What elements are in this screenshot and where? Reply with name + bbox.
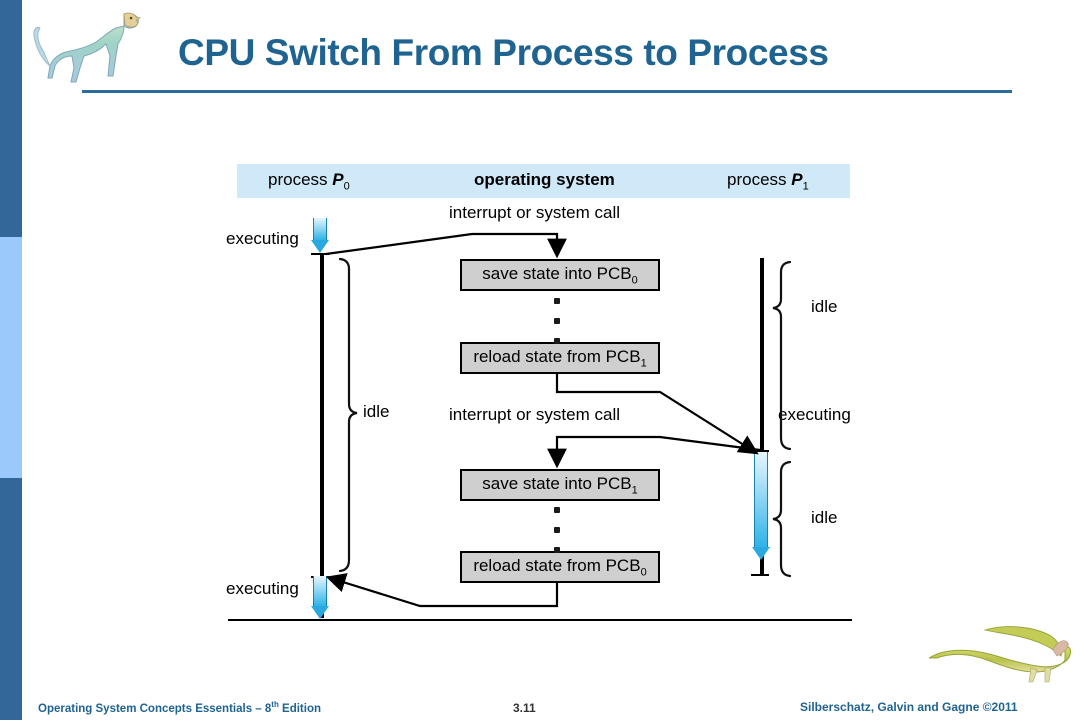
- column-header-p0-symbol: P: [332, 170, 344, 189]
- tick-p1-bottom: [751, 574, 769, 576]
- ellipsis-dots-lower: [554, 507, 562, 567]
- label-p0-executing-bottom: executing: [226, 579, 299, 598]
- box-save-state-pcb0-sub: 0: [631, 274, 638, 287]
- label-p0-idle: idle: [363, 402, 390, 421]
- label-p1-idle-top: idle: [811, 297, 838, 316]
- box-reload-state-pcb1-sub: 1: [640, 357, 647, 370]
- ellipsis-dots-upper: [554, 298, 562, 358]
- sidebar-stripe-bottom: [0, 478, 22, 720]
- arrow-p0-executing-top: [311, 218, 329, 253]
- column-header-process-p0: process P0: [268, 170, 350, 192]
- column-header-p0-sub: 0: [343, 180, 350, 193]
- footer-page-number: 3.11: [513, 701, 536, 715]
- cpu-switch-diagram: process P0 operating system process P1 i…: [226, 164, 852, 621]
- left-sidebar: [0, 0, 22, 720]
- label-p1-idle-bottom: idle: [811, 508, 838, 527]
- page-title: CPU Switch From Process to Process: [178, 32, 829, 73]
- title-underline: [82, 90, 1012, 93]
- column-header-operating-system: operating system: [474, 170, 615, 189]
- dinosaur-icon: [928, 626, 1072, 683]
- column-header-p1-sub: 1: [802, 180, 809, 193]
- sidebar-stripe-top: [0, 0, 22, 237]
- box-reload-state-pcb0-text: reload state from PCB: [473, 556, 641, 575]
- interrupt-label-2: interrupt or system call: [449, 405, 620, 424]
- box-save-state-pcb0-text: save state into PCB: [482, 264, 632, 283]
- box-save-state-pcb1: save state into PCB1: [460, 469, 660, 501]
- box-save-state-pcb1-sub: 1: [631, 484, 638, 497]
- label-p0-executing-top: executing: [226, 229, 299, 248]
- box-save-state-pcb0: save state into PCB0: [460, 259, 660, 291]
- column-header-process-p1: process P1: [727, 170, 809, 192]
- label-p1-executing: executing: [778, 405, 851, 424]
- box-save-state-pcb1-text: save state into PCB: [482, 474, 632, 493]
- column-header-p1-symbol: P: [791, 170, 803, 189]
- column-header-p0-text: process: [268, 170, 333, 189]
- footer-left-sup: th: [271, 700, 279, 709]
- process-p1-timeline: [760, 258, 764, 576]
- footer-left-text: Operating System Concepts Essentials – 8: [38, 702, 272, 715]
- footer-left: Operating System Concepts Essentials – 8…: [38, 700, 321, 715]
- box-reload-state-pcb0-sub: 0: [640, 566, 647, 579]
- footer-right: Silberschatz, Galvin and Gagne ©2011: [800, 700, 1018, 714]
- sidebar-stripe-middle: [0, 237, 22, 478]
- process-p0-timeline: [320, 254, 324, 618]
- interrupt-label-1: interrupt or system call: [449, 203, 620, 222]
- footer-left-text-end: Edition: [278, 702, 322, 715]
- tick-p0-top: [311, 253, 329, 255]
- column-header-p1-text: process: [727, 170, 792, 189]
- arrow-p1-executing: [752, 452, 770, 560]
- box-reload-state-pcb1-text: reload state from PCB: [473, 347, 641, 366]
- dinosaur-icon: [33, 12, 142, 83]
- diagram-header-bar: [237, 164, 850, 198]
- arrow-p0-executing-bottom: [311, 576, 329, 619]
